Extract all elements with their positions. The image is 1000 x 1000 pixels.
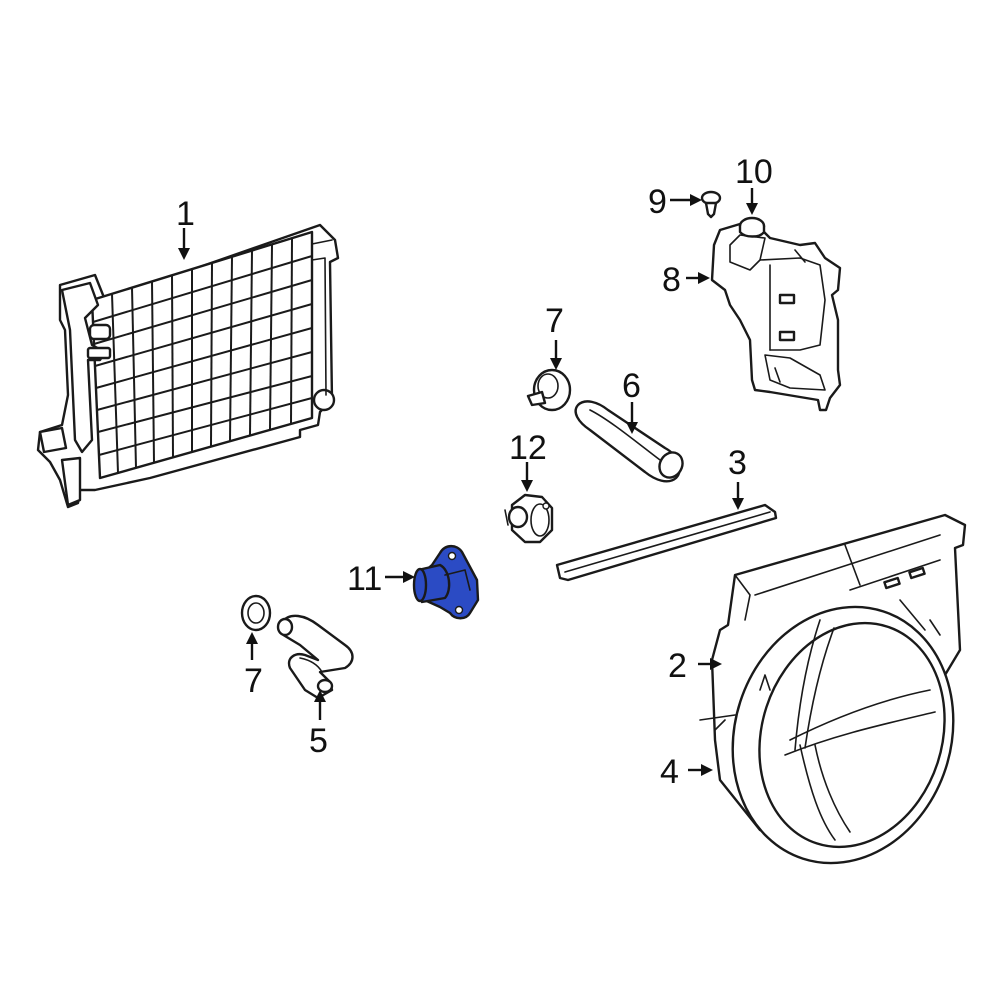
callout-label-1: 1 [176, 195, 195, 233]
callout-label-11: 11 [347, 560, 382, 598]
radiator-core-grid [92, 238, 313, 474]
thermostat-part [504, 493, 554, 544]
callout-label-12: 12 [509, 429, 547, 467]
callout-label-8: 8 [662, 261, 681, 299]
radiator-part [36, 223, 340, 509]
lower-hose-part [276, 614, 354, 700]
callout-arrows [178, 188, 758, 776]
seal-strip-part [555, 503, 778, 582]
thermostat-housing-part [412, 544, 480, 620]
coolant-reservoir-part [710, 216, 842, 412]
hose-clamp-upper-part [526, 368, 572, 412]
upper-hose-part [574, 400, 684, 483]
callout-labels: 1 2 3 4 5 6 7 7 8 9 10 11 12 [176, 153, 773, 791]
callout-label-5: 5 [309, 722, 328, 760]
callout-label-9: 9 [648, 183, 667, 221]
hose-clamp-lower-part [240, 594, 272, 632]
callout-label-7-upper: 7 [545, 302, 564, 340]
callout-label-4: 4 [660, 753, 679, 791]
housing-outlet [412, 567, 428, 603]
callout-label-2: 2 [668, 647, 687, 685]
callout-label-7-lower: 7 [244, 662, 263, 700]
callout-label-10: 10 [735, 153, 773, 191]
push-pin-part [700, 190, 722, 219]
fan-shroud-part [699, 513, 967, 865]
callout-label-3: 3 [728, 444, 747, 482]
callout-label-6: 6 [622, 367, 641, 405]
